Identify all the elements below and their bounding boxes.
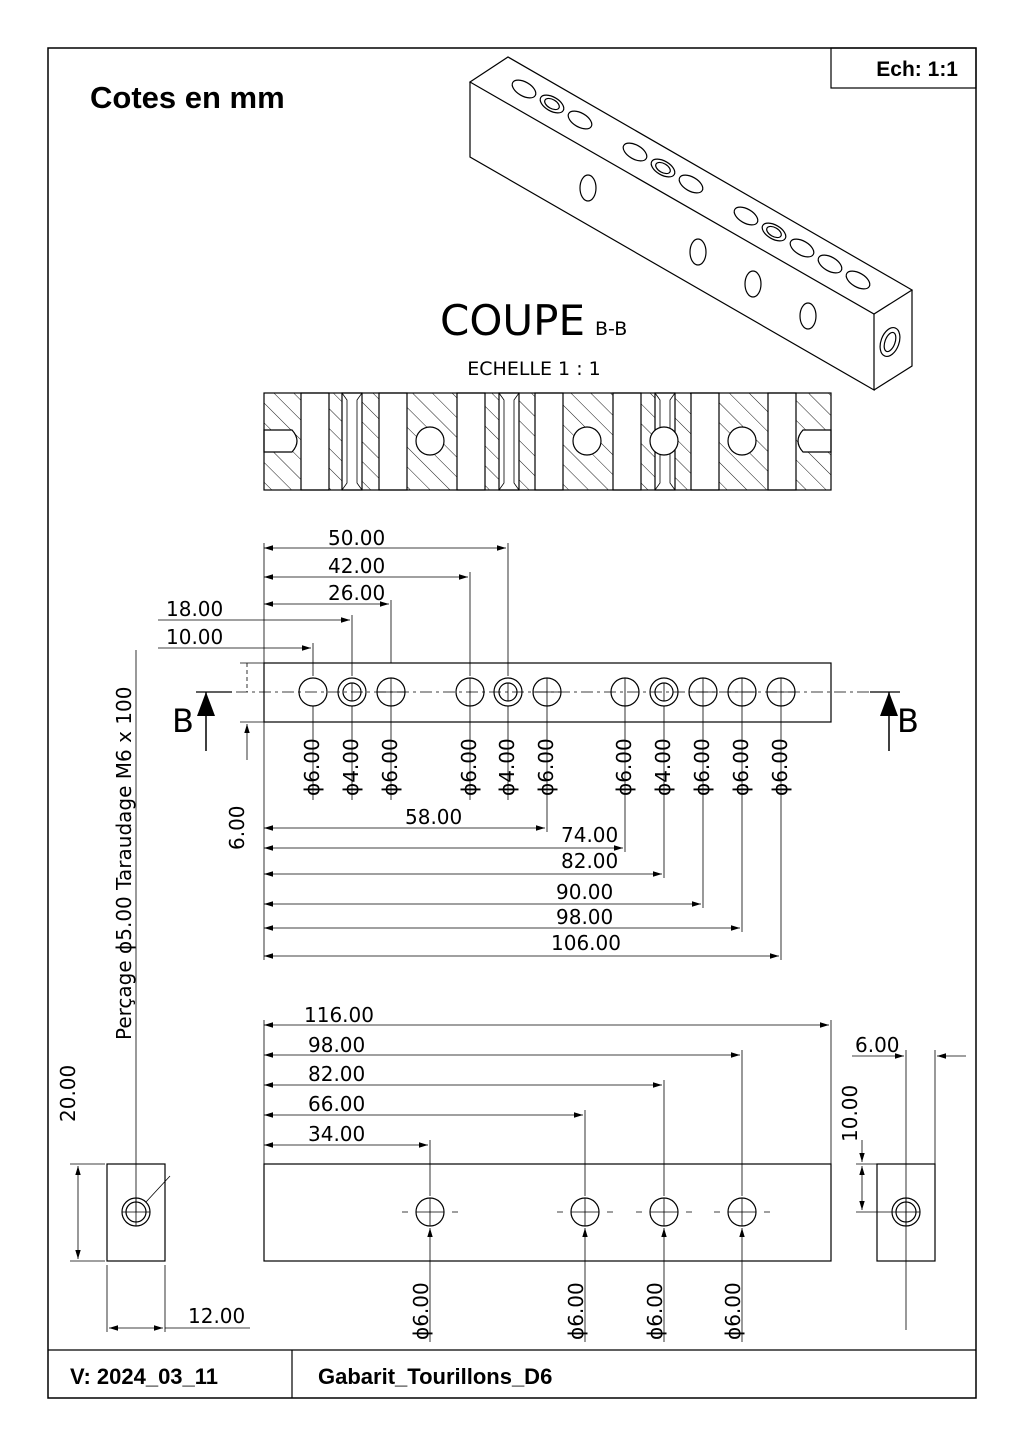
section-title: COUPE [440,296,585,345]
dim-20: 20.00 [56,1065,80,1122]
hole-label: ϕ6.00 [457,738,481,796]
offset-dim [240,662,264,760]
section-label-left: B [172,702,194,740]
dim-50: 50.00 [328,526,385,550]
right-end-view [852,1050,966,1330]
hole-label: ϕ6.00 [690,738,714,796]
dim-90: 90.00 [556,880,613,904]
front-view [263,1163,832,1262]
units-note: Cotes en mm [90,80,285,115]
dim-66: 66.00 [308,1092,365,1116]
section-label-right: B [897,702,919,740]
dim-26: 26.00 [328,581,385,605]
dim-82-front: 82.00 [308,1062,365,1086]
scale-box-text: Ech: 1:1 [876,58,958,81]
dim-116: 116.00 [304,1003,374,1027]
hole-label: ϕ6.00 [768,738,792,796]
front-hole-label: ϕ6.00 [409,1282,433,1340]
dim-12: 12.00 [188,1304,245,1328]
dim-offset-6: 6.00 [225,805,249,850]
section-scale: ECHELLE 1 : 1 [467,358,600,380]
hole-label: ϕ6.00 [534,738,558,796]
front-view-dims [263,1020,832,1196]
front-hole-label: ϕ6.00 [564,1282,588,1340]
dim-58: 58.00 [405,805,462,829]
dim-42: 42.00 [328,554,385,578]
hole-label: ϕ6.00 [729,738,753,796]
dim-98: 98.00 [556,905,613,929]
top-view-hole-labels: ϕ6.00 ϕ4.00 ϕ6.00 ϕ6.00 ϕ4.00 ϕ6.00 ϕ6.0… [300,738,792,796]
front-hole-leaders [427,1228,745,1342]
section-title-suffix: B-B [595,318,627,340]
left-end-view [70,650,250,1332]
section-arrow-left [196,691,232,751]
front-hole-label: ϕ6.00 [721,1282,745,1340]
dim-18: 18.00 [166,597,223,621]
top-view-dims-above [158,543,509,676]
dim-6-right: 6.00 [855,1033,900,1057]
hole-label: ϕ6.00 [612,738,636,796]
sheet-border [47,47,977,1399]
dim-98-front: 98.00 [308,1033,365,1057]
part-name: Gabarit_Tourillons_D6 [318,1364,552,1389]
hole-label: ϕ4.00 [339,738,363,796]
dim-74: 74.00 [561,823,618,847]
front-hole-label: ϕ6.00 [643,1282,667,1340]
version-label: V: 2024_03_11 [70,1364,218,1389]
top-view [236,662,870,723]
section-arrow-right [870,691,900,751]
hole-label: ϕ4.00 [495,738,519,796]
isometric-view [468,56,914,392]
dim-34: 34.00 [308,1122,365,1146]
dim-10-right: 10.00 [838,1085,862,1142]
hole-leaders [312,706,782,960]
dim-82: 82.00 [561,849,618,873]
top-view-dims-below [263,722,779,960]
scale-box [830,47,977,89]
hole-label: ϕ6.00 [300,738,324,796]
hole-label: ϕ4.00 [651,738,675,796]
hole-label: ϕ6.00 [378,738,402,796]
dim-106: 106.00 [551,931,621,955]
drilling-note: Perçage ϕ5.00 Taraudage M6 x 100 [112,687,136,1040]
section-view [263,392,832,491]
dim-10: 10.00 [166,625,223,649]
